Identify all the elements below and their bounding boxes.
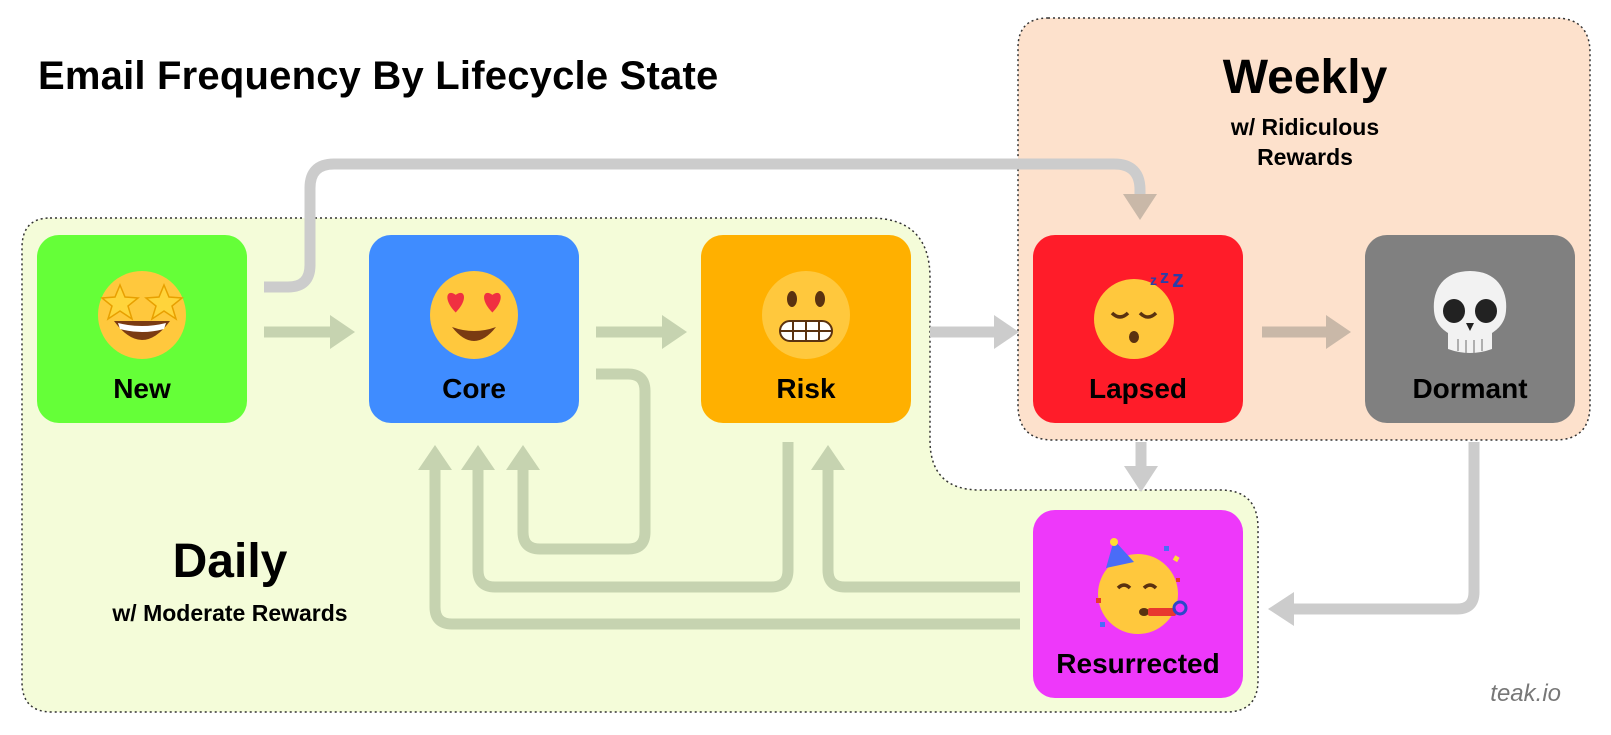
arrowhead-lapsed-to-resurrected bbox=[1124, 466, 1158, 492]
daily-region-subtitle: w/ Moderate Rewards bbox=[112, 600, 348, 626]
arrowhead-new-to-core bbox=[330, 315, 355, 349]
weekly-subtitle-line-1: w/ Ridiculous bbox=[1230, 114, 1380, 140]
weekly-region-subtitle: w/ Ridiculous Rewards bbox=[1150, 112, 1460, 172]
sleeping-face-icon: z z z bbox=[1094, 266, 1184, 359]
arrow-new-to-lapsed bbox=[264, 158, 1146, 293]
node-dormant-label: Dormant bbox=[1412, 373, 1528, 404]
arrowhead-new-to-lapsed bbox=[1123, 194, 1157, 220]
watermark-text: teak.io bbox=[1490, 680, 1561, 707]
diagram-title: Email Frequency By Lifecycle State bbox=[38, 54, 719, 98]
node-resurrected: Resurrected bbox=[1033, 510, 1243, 698]
node-risk: Risk bbox=[701, 235, 911, 423]
partying-face-icon bbox=[1096, 538, 1188, 634]
daily-region-title: Daily bbox=[172, 535, 288, 588]
node-risk-label: Risk bbox=[776, 373, 836, 404]
node-dormant: Dormant bbox=[1365, 235, 1575, 423]
arrow-dormant-to-resurrected bbox=[1292, 442, 1480, 615]
svg-text:z: z bbox=[1160, 267, 1169, 287]
arrowhead-core-to-risk bbox=[662, 315, 687, 349]
arrowhead-dormant-to-resurrected bbox=[1268, 592, 1294, 626]
arrow-resurrected-to-risk bbox=[822, 468, 1020, 593]
arrowhead-resurrected-to-risk bbox=[811, 445, 845, 470]
node-resurrected-label: Resurrected bbox=[1056, 648, 1220, 679]
skull-icon bbox=[1433, 271, 1507, 353]
node-new: New bbox=[37, 235, 247, 423]
arrowhead-risk-to-core bbox=[461, 445, 495, 470]
arrowhead-lapsed-to-dormant bbox=[1326, 315, 1351, 349]
arrowhead-core-to-core bbox=[506, 445, 540, 470]
grimacing-face-icon bbox=[762, 271, 850, 359]
arrowhead-risk-to-lapsed bbox=[994, 315, 1019, 349]
node-lapsed-label: Lapsed bbox=[1088, 373, 1188, 404]
node-core-label: Core bbox=[442, 373, 506, 404]
arrowhead-resurrected-to-core bbox=[418, 445, 452, 470]
node-core: Core bbox=[369, 235, 579, 423]
svg-text:z: z bbox=[1172, 266, 1184, 293]
weekly-region-title: Weekly bbox=[1222, 51, 1388, 104]
svg-text:z: z bbox=[1150, 272, 1157, 288]
node-new-label: New bbox=[113, 373, 171, 404]
node-lapsed: z z z Lapsed bbox=[1033, 235, 1243, 423]
star-struck-face-icon bbox=[98, 271, 186, 359]
weekly-subtitle-line-2: Rewards bbox=[1257, 144, 1353, 170]
heart-eyes-face-icon bbox=[430, 271, 518, 359]
arrow-risk-to-core bbox=[472, 442, 794, 593]
arrow-core-to-core bbox=[517, 368, 651, 555]
arrow-resurrected-to-core bbox=[429, 468, 1020, 630]
